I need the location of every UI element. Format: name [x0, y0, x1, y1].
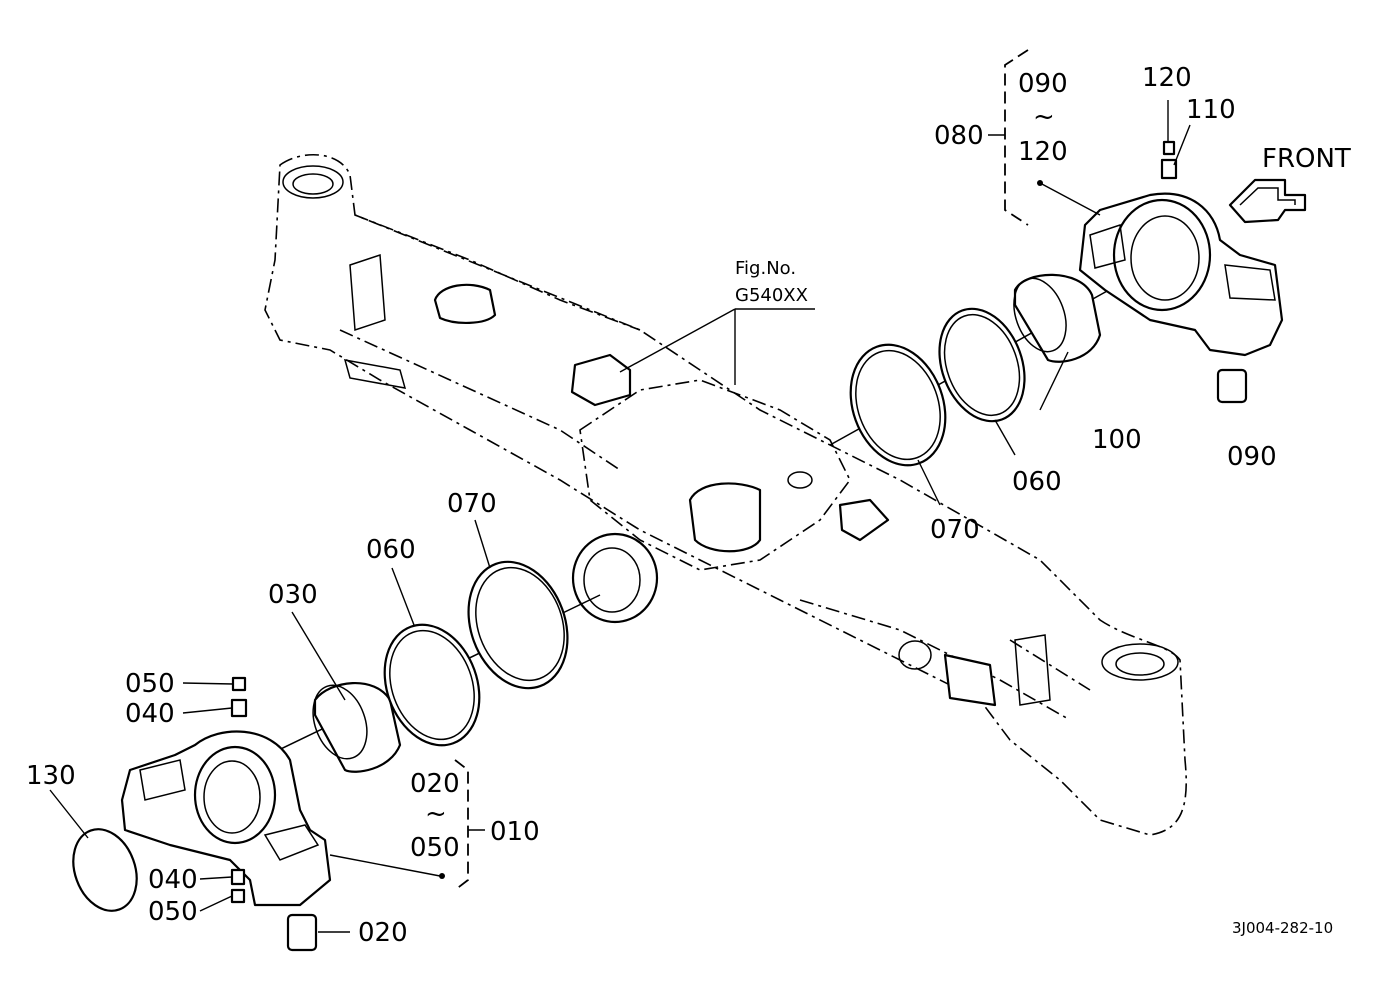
label-070-left: 070	[447, 489, 497, 519]
grease-fitting-110-120	[1160, 140, 1178, 180]
group-010-tilde: ~	[425, 799, 447, 829]
label-070-right: 070	[930, 515, 980, 545]
support-bracket-rear	[1078, 192, 1284, 357]
leader-lines	[49, 100, 1191, 933]
group-010-from: 020	[410, 769, 460, 799]
ring-060-right	[938, 307, 1026, 423]
group-080-from: 090	[1018, 69, 1068, 99]
label-100: 100	[1092, 425, 1142, 455]
bracket-080	[1004, 49, 1029, 226]
ring-060-left	[383, 623, 481, 747]
front-label: FRONT	[1262, 144, 1351, 174]
bracket-010	[454, 759, 469, 891]
figure-ref-line2: G540XX	[735, 285, 808, 306]
bushing-100	[1013, 273, 1102, 363]
group-080-tilde: ~	[1033, 102, 1055, 132]
support-bracket-front	[120, 730, 332, 907]
label-050-top: 050	[125, 669, 175, 699]
bushing-090	[1216, 368, 1248, 404]
label-020: 020	[358, 918, 408, 948]
label-040-top: 040	[125, 699, 175, 729]
grease-fitting-040-050-bottom	[230, 868, 246, 904]
label-130: 130	[26, 761, 76, 791]
group-080-id: 080	[934, 121, 984, 151]
o-ring-130	[72, 828, 138, 912]
label-090: 090	[1227, 442, 1277, 472]
bushing-020	[286, 913, 318, 952]
axle-housing	[264, 154, 1188, 836]
front-arrow-icon	[1228, 178, 1307, 224]
seal-070-left	[467, 560, 569, 690]
drawing-code: 3J004-282-10	[1232, 919, 1333, 937]
group-010-to: 050	[410, 833, 460, 863]
bushing-030	[312, 682, 402, 773]
label-110: 110	[1186, 95, 1236, 125]
label-060-left: 060	[366, 535, 416, 565]
group-080-to: 120	[1018, 137, 1068, 167]
label-050-bottom: 050	[148, 897, 198, 927]
grease-fitting-040-050-top	[230, 676, 248, 718]
label-030: 030	[268, 580, 318, 610]
label-040-bottom: 040	[148, 865, 198, 895]
label-060-right: 060	[1012, 467, 1062, 497]
figure-ref-line1: Fig.No.	[735, 258, 796, 279]
group-010-id: 010	[490, 817, 540, 847]
label-120: 120	[1142, 63, 1192, 93]
